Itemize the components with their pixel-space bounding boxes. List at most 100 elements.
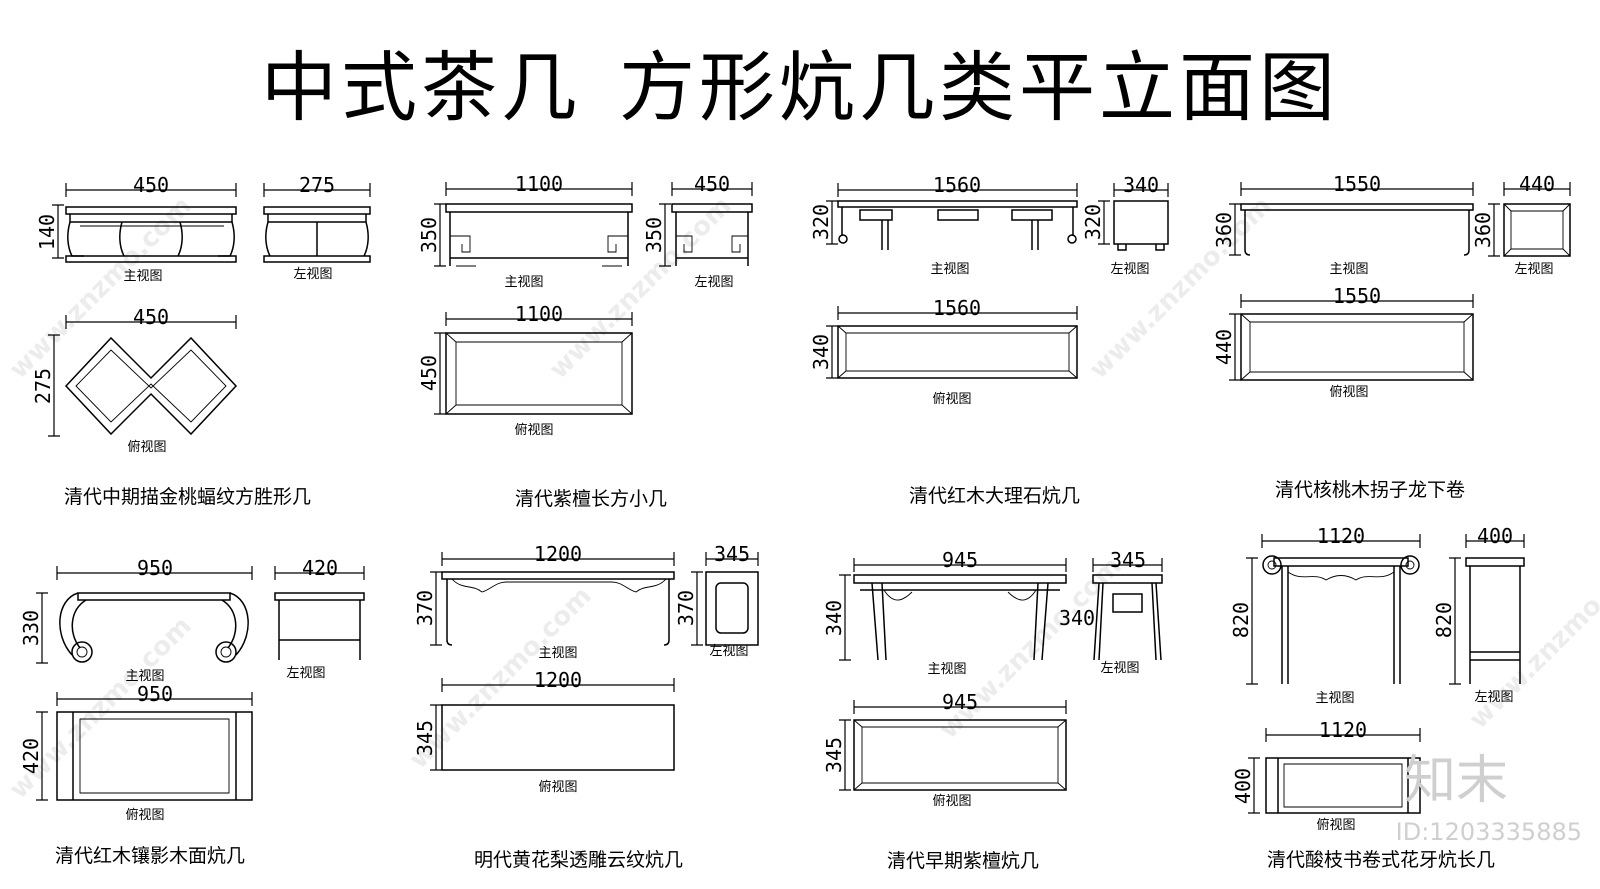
dim-line <box>1229 313 1241 381</box>
front-legs <box>881 220 1039 250</box>
dim-height: 340 <box>822 600 846 636</box>
drawing-8: 1120 820 主视图 400 820 左视图 1120 400 俯视图 <box>1229 524 1525 833</box>
front-scroll <box>59 592 249 656</box>
side-view <box>263 206 371 263</box>
front-view <box>77 592 231 601</box>
dim-width: 345 <box>714 542 750 566</box>
dim-line <box>853 700 1067 714</box>
dim-height: 345 <box>822 737 846 773</box>
scroll-end <box>76 646 88 658</box>
label-left: 左视图 <box>694 275 733 290</box>
drawing-1: 450 140 主视图 275 左视图 450 275 俯视图 <box>31 173 371 455</box>
dim-width: 1100 <box>515 302 563 326</box>
dim-line <box>52 204 64 259</box>
dim-width: 1200 <box>534 668 582 692</box>
top-view <box>56 711 253 801</box>
dim-line <box>1503 182 1571 196</box>
front-view <box>441 571 675 646</box>
front-panels <box>859 209 1053 221</box>
side-view <box>1503 203 1571 257</box>
dim-width: 1550 <box>1333 172 1381 196</box>
page-title: 中式茶几方形炕几类平立面图 <box>0 26 1600 136</box>
drawing-7: 945 340 主视图 345 340 左视图 945 345 俯视图 <box>822 548 1163 809</box>
side-view <box>671 203 753 266</box>
label-top: 俯视图 <box>932 391 971 407</box>
dim-height: 400 <box>1231 768 1255 804</box>
dim-height: 320 <box>809 204 833 240</box>
dim-width: 275 <box>299 173 335 197</box>
scroll-end <box>1405 560 1415 570</box>
dim-height: 820 <box>1229 602 1253 638</box>
label-left: 左视图 <box>1474 690 1513 705</box>
dim-height: 345 <box>413 720 437 756</box>
caption-8: 清代酸枝书卷式花牙炕长几 <box>1267 849 1496 871</box>
dim-width: 400 <box>1477 524 1513 548</box>
scroll-end <box>215 641 237 663</box>
top-view <box>441 704 675 771</box>
dim-line <box>1092 558 1163 572</box>
side-fret <box>676 235 748 253</box>
dim-width: 420 <box>302 556 338 580</box>
dim-line <box>48 334 60 437</box>
label-front: 主视图 <box>504 275 543 290</box>
dim-line <box>1246 557 1258 685</box>
label-front: 主视图 <box>927 662 966 677</box>
dim-width: 450 <box>694 172 730 196</box>
label-top: 俯视图 <box>1316 817 1355 833</box>
side-view <box>1092 574 1163 661</box>
top-inner <box>445 332 633 415</box>
drawing-3: 1560 320 主视图 340 320 左视图 1560 340 俯视图 <box>809 173 1169 407</box>
dim-line <box>441 678 675 692</box>
dim-line <box>56 566 253 580</box>
front-base <box>65 255 237 263</box>
label-front: 主视图 <box>1315 691 1354 706</box>
dim-height: 350 <box>642 217 666 253</box>
label-left: 左视图 <box>293 267 332 282</box>
dim-width: 945 <box>942 548 978 572</box>
brand-logo: 知末 <box>1403 751 1508 811</box>
dim-line <box>1113 183 1169 197</box>
scroll-end <box>220 646 232 658</box>
image-id: ID:1203335885 <box>1395 818 1582 846</box>
drawing-2: 1100 350 主视图 450 350 左视图 1100 450 俯视图 <box>417 172 753 438</box>
dim-line <box>445 312 633 326</box>
dim-width: 1560 <box>933 296 981 320</box>
front-legs <box>67 221 235 257</box>
caption-1: 清代中期描金桃蝠纹方胜形几 <box>64 486 312 508</box>
watermark-text: www.znzmo.com <box>4 191 198 385</box>
dim-line <box>1261 534 1421 548</box>
side-view <box>274 592 365 660</box>
dim-width: 950 <box>137 556 173 580</box>
label-top: 俯视图 <box>125 807 164 823</box>
dim-height: 450 <box>417 355 441 391</box>
dim-width: 450 <box>133 305 169 329</box>
dim-width: 1200 <box>534 542 582 566</box>
dim-width: 1100 <box>515 172 563 196</box>
dim-line <box>56 692 253 706</box>
label-front: 主视图 <box>125 669 164 684</box>
dim-height: 275 <box>31 368 55 404</box>
dim-width: 345 <box>1110 548 1146 572</box>
dim-line <box>705 552 759 566</box>
label-left: 左视图 <box>1514 262 1553 277</box>
label-top: 俯视图 <box>1329 384 1368 400</box>
scroll-end <box>71 641 93 663</box>
front-view <box>1240 203 1474 256</box>
label-left: 左视图 <box>1110 262 1149 277</box>
top-view <box>1240 313 1474 381</box>
dim-line <box>1265 728 1421 742</box>
drawing-4: 1550 360 主视图 440 360 左视图 1550 440 俯视图 <box>1212 172 1571 400</box>
top-inner <box>1240 313 1474 381</box>
dim-line <box>1488 203 1500 257</box>
dim-line <box>36 592 48 664</box>
dim-line <box>274 566 365 580</box>
front-spandrel <box>883 589 1037 601</box>
scroll-end <box>1262 555 1282 575</box>
side-view <box>1465 557 1525 684</box>
dim-line <box>434 332 446 415</box>
dim-line <box>65 315 237 329</box>
front-cloud-apron <box>451 578 667 593</box>
caption-3: 清代红木大理石炕几 <box>909 485 1081 507</box>
dim-line <box>839 574 851 661</box>
label-left: 左视图 <box>1100 661 1139 676</box>
